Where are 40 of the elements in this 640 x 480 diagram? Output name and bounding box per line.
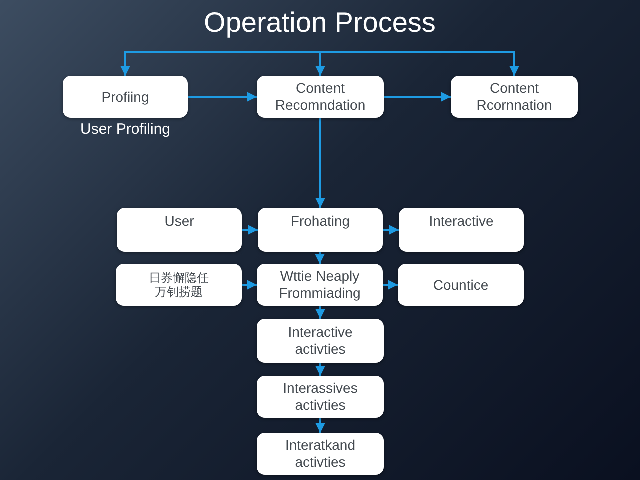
process-box bbox=[116, 264, 242, 306]
process-box bbox=[257, 76, 384, 118]
process-box bbox=[399, 208, 524, 252]
arrow bbox=[316, 363, 326, 376]
process-box bbox=[117, 208, 242, 252]
arrow bbox=[316, 306, 326, 319]
box-label: Interatkand activties bbox=[284, 437, 357, 471]
arrow bbox=[316, 418, 326, 433]
process-box bbox=[257, 319, 384, 363]
arrow bbox=[384, 92, 451, 102]
process-box bbox=[398, 264, 524, 306]
arrow bbox=[315, 252, 325, 264]
arrow bbox=[316, 118, 326, 208]
box-label: Content Recomndation bbox=[274, 80, 367, 114]
box-label: Wttie Neaply Frommiading bbox=[278, 268, 362, 302]
box-label: Interactive bbox=[429, 213, 494, 230]
arrow bbox=[383, 280, 398, 290]
process-box bbox=[63, 76, 188, 118]
process-box bbox=[257, 433, 384, 475]
arrow bbox=[242, 280, 257, 290]
box-label: Content Rcornnation bbox=[476, 80, 554, 114]
process-box bbox=[257, 376, 384, 418]
process-box bbox=[257, 264, 383, 306]
box-label: Countice bbox=[433, 276, 489, 294]
arrow bbox=[320, 51, 520, 76]
box-label: Interactive activties bbox=[287, 324, 354, 358]
box-label: User bbox=[164, 213, 194, 230]
box-label: Frohating bbox=[290, 213, 350, 230]
box-label: Profiing bbox=[102, 88, 150, 106]
arrow bbox=[188, 92, 257, 102]
arrow bbox=[383, 225, 399, 235]
process-box bbox=[258, 208, 383, 252]
arrow bbox=[242, 225, 258, 235]
diagram-title: Operation Process bbox=[204, 6, 436, 40]
arrow bbox=[120, 51, 320, 76]
box-label: Interassives activties bbox=[282, 380, 359, 414]
box-caption: User Profiling bbox=[80, 121, 171, 139]
process-box bbox=[451, 76, 578, 118]
box-label: 日券懈隐任万钊捞题 bbox=[148, 270, 210, 300]
arrow bbox=[316, 51, 326, 76]
